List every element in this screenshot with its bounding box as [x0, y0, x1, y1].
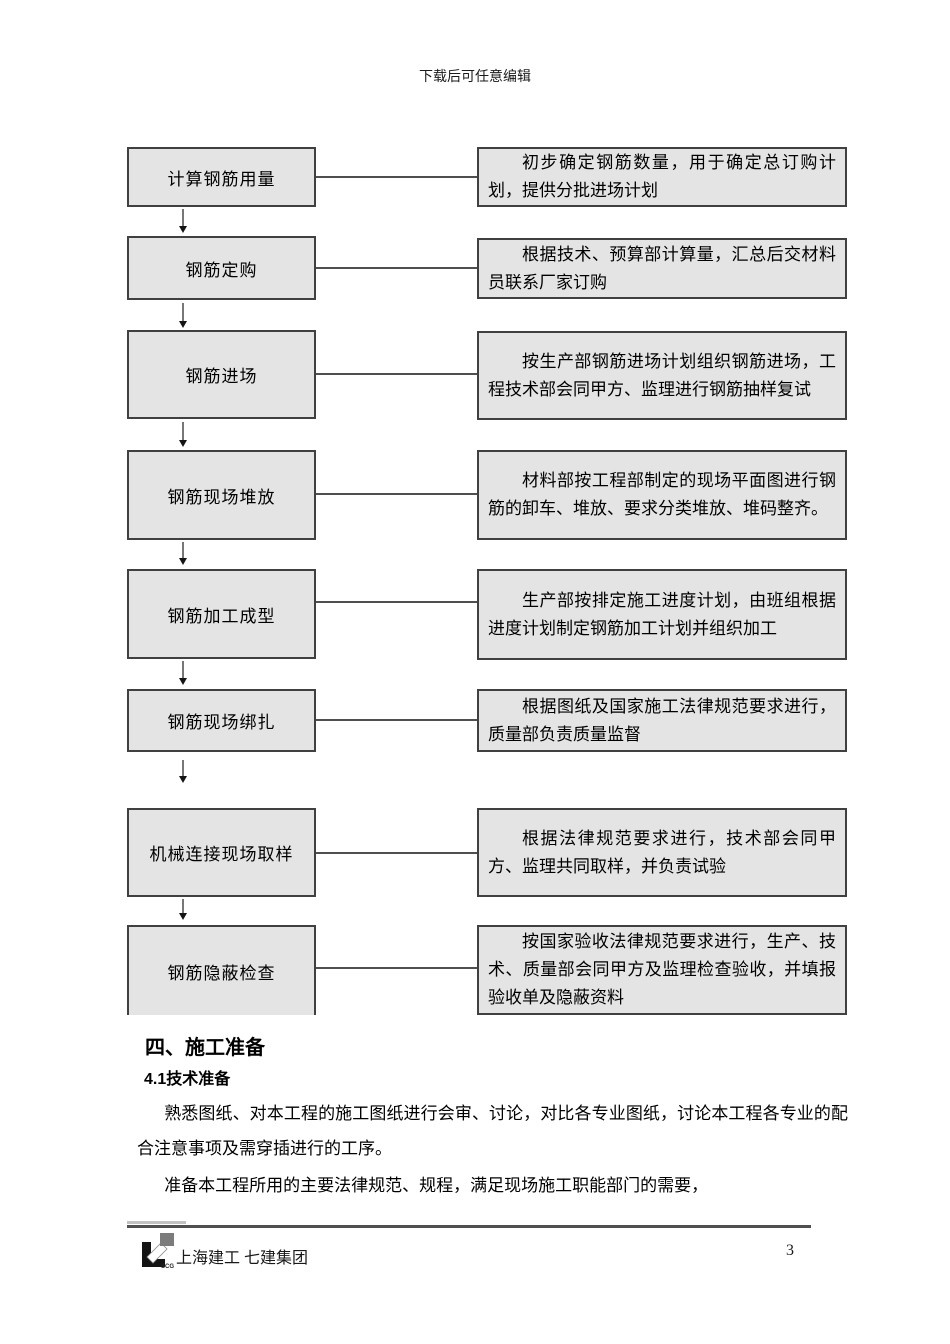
header-note: 下载后可任意编辑: [419, 70, 531, 85]
flow-step-box-8: 钢筋隐蔽检查: [127, 925, 316, 1015]
flow-step-label: 机械连接现场取样: [149, 845, 294, 864]
down-arrow-icon: [179, 303, 187, 328]
flow-connector-3: [316, 373, 477, 375]
scg-logo-text: SCG: [161, 1264, 174, 1270]
flow-step-box-4: 钢筋现场堆放: [127, 450, 316, 540]
flow-connector-1: [316, 176, 477, 178]
scg-logo-icon: SCG: [142, 1233, 174, 1270]
flow-desc-text: 初步确定钢筋数量，用于确定总订购计划，提供分批进场计划: [488, 153, 836, 200]
flow-step-label: 钢筋加工成型: [167, 606, 276, 626]
down-arrow-icon: [179, 661, 187, 685]
flow-desc-text: 生产部按排定施工进度计划，由班组根据进度计划制定钢筋加工计划并组织加工: [488, 590, 836, 638]
footer-brand: 上海建工 七建集团: [176, 1250, 309, 1267]
flow-desc-box-7: 根据法律规范要求进行，技术部会同甲方、监理共同取样，并负责试验: [477, 808, 847, 897]
flow-step-label: 钢筋定购: [185, 260, 258, 280]
flow-connector-4: [316, 493, 477, 495]
flow-step-box-5: 钢筋加工成型: [127, 569, 316, 659]
flow-desc-box-6: 根据图纸及国家施工法律规范要求进行，质量部负责质量监督: [477, 689, 847, 752]
flow-desc-box-5: 生产部按排定施工进度计划，由班组根据进度计划制定钢筋加工计划并组织加工: [477, 569, 847, 660]
flow-step-box-2: 钢筋定购: [127, 236, 316, 300]
down-arrow-icon: [179, 760, 187, 783]
down-arrow-icon: [179, 542, 187, 565]
flow-step-label: 钢筋现场堆放: [167, 487, 276, 507]
page-number: 3: [786, 1242, 794, 1259]
flow-desc-box-3: 按生产部钢筋进场计划组织钢筋进场，工程技术部会同甲方、监理进行钢筋抽样复试: [477, 331, 847, 420]
down-arrow-icon: [179, 899, 187, 920]
flow-connector-7: [316, 852, 477, 854]
flow-desc-box-2: 根据技术、预算部计算量，汇总后交材料员联系厂家订购: [477, 238, 847, 299]
footer-rule-accent: [127, 1221, 186, 1224]
flow-step-box-1: 计算钢筋用量: [127, 147, 316, 207]
flow-desc-text: 根据技术、预算部计算量，汇总后交材料员联系厂家订购: [488, 244, 836, 292]
body-paragraph-2: 准备本工程所用的主要法律规范、规程，满足现场施工职能部门的需要，: [164, 1176, 709, 1195]
flow-desc-text: 根据法律规范要求进行，技术部会同甲方、监理共同取样，并负责试验: [488, 828, 836, 876]
flow-connector-2: [316, 267, 477, 269]
flow-connector-6: [316, 719, 477, 721]
section-subheading: 4.1技术准备: [144, 1071, 231, 1088]
down-arrow-icon: [179, 209, 187, 233]
flow-step-label: 钢筋隐蔽检查: [167, 963, 276, 983]
flow-step-box-3: 钢筋进场: [127, 330, 316, 419]
flow-desc-box-1: 初步确定钢筋数量，用于确定总订购计划，提供分批进场计划: [477, 147, 847, 207]
footer-rule: [127, 1225, 811, 1228]
flow-desc-text: 按生产部钢筋进场计划组织钢筋进场，工程技术部会同甲方、监理进行钢筋抽样复试: [488, 351, 836, 399]
flow-desc-box-8: 按国家验收法律规范要求进行，生产、技术、质量部会同甲方及监理检查验收，并填报验收…: [477, 925, 847, 1015]
flow-desc-box-4: 材料部按工程部制定的现场平面图进行钢筋的卸车、堆放、要求分类堆放、堆码整齐。: [477, 450, 847, 540]
flow-desc-text: 根据图纸及国家施工法律规范要求进行，质量部负责质量监督: [488, 696, 836, 744]
flow-desc-text: 材料部按工程部制定的现场平面图进行钢筋的卸车、堆放、要求分类堆放、堆码整齐。: [488, 471, 836, 518]
down-arrow-icon: [179, 422, 187, 447]
flow-step-box-7: 机械连接现场取样: [127, 808, 316, 897]
flow-connector-8: [316, 967, 477, 969]
body-paragraph-1: 熟悉图纸、对本工程的施工图纸进行会审、讨论，对比各专业图纸，讨论本工程各专业的配…: [137, 1104, 848, 1158]
flow-desc-text: 按国家验收法律规范要求进行，生产、技术、质量部会同甲方及监理检查验收，并填报验收…: [488, 932, 836, 1007]
section-heading: 四、施工准备: [145, 1037, 265, 1059]
flow-step-label: 计算钢筋用量: [167, 169, 276, 189]
flow-step-box-6: 钢筋现场绑扎: [127, 689, 316, 752]
flow-step-label: 钢筋进场: [185, 367, 258, 386]
flow-step-label: 钢筋现场绑扎: [167, 713, 276, 732]
flow-connector-5: [316, 601, 477, 603]
